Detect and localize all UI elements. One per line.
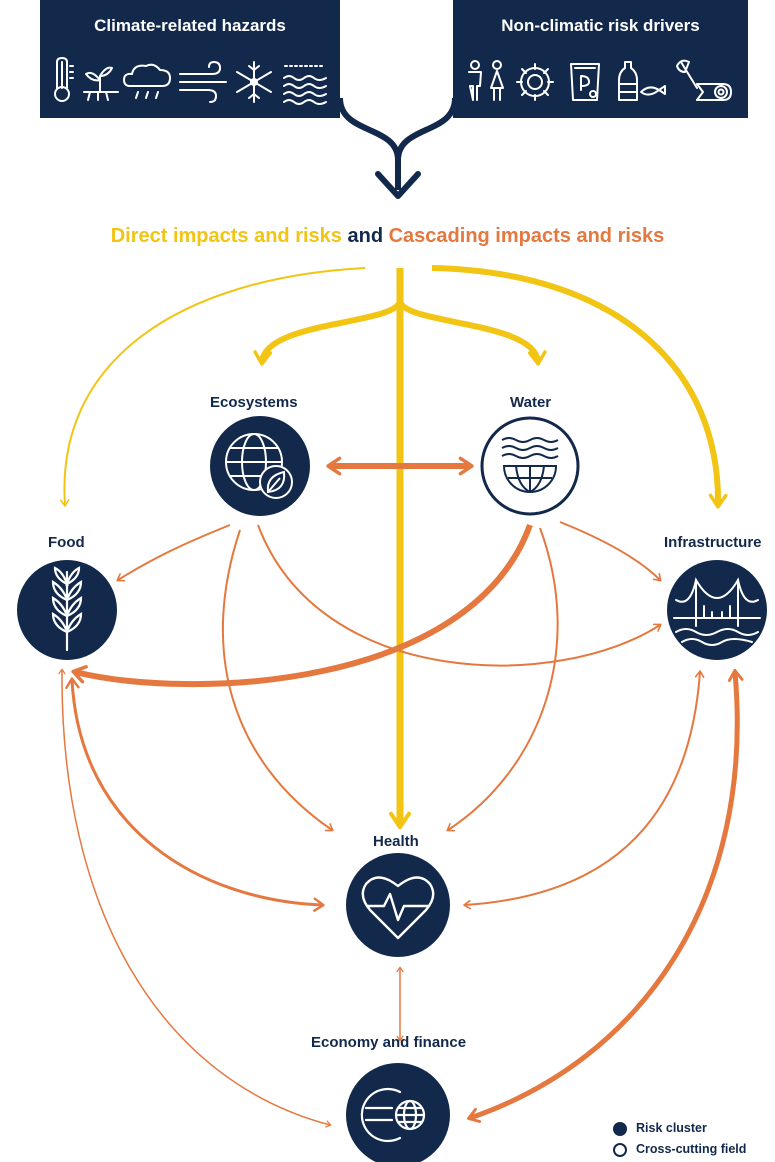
legend-filled-dot <box>613 1122 627 1136</box>
health-node <box>346 853 450 957</box>
food-label: Food <box>48 534 85 551</box>
flood-waves-icon <box>283 65 327 105</box>
thermometer-icon <box>54 57 74 102</box>
legend-risk-cluster: Risk cluster <box>636 1121 707 1135</box>
drivers-title: Non-climatic risk drivers <box>501 16 700 35</box>
bottle-fish-icon <box>618 61 666 101</box>
ecosystems-node <box>210 416 310 516</box>
euro-globe-icon <box>360 1087 426 1143</box>
drivers-panel: Non-climatic risk drivers <box>453 0 748 118</box>
globe-leaf-icon <box>225 433 293 499</box>
wheat-icon <box>51 566 83 652</box>
hazard-icons <box>40 56 340 108</box>
headline-and: and <box>347 225 384 247</box>
people-icon <box>468 60 504 101</box>
legend-hollow-dot <box>613 1143 627 1157</box>
merge-arrow-right <box>395 97 458 161</box>
arrow-infrastructure-economy <box>467 668 744 1123</box>
yellow-arrow-to-infrastructure <box>431 265 728 509</box>
yellow-arrow-to-food <box>59 267 366 507</box>
legend-cross-cutting: Cross-cutting field <box>636 1142 747 1156</box>
economy-node <box>346 1063 450 1162</box>
water-node <box>480 416 580 516</box>
axe-log-icon <box>676 59 732 101</box>
arrow-food-economy <box>58 668 332 1128</box>
economy-label: Economy and finance <box>311 1034 467 1051</box>
arrow-ecosystems-infrastructure <box>257 524 662 667</box>
hazards-title: Climate-related hazards <box>94 16 286 35</box>
ecosystems-label: Ecosystems <box>210 394 298 411</box>
impacts-headline: Direct impacts and risks and Cascading i… <box>0 225 775 248</box>
wind-icon <box>179 61 227 103</box>
snowflake-icon <box>236 61 272 103</box>
infrastructure-node <box>667 560 767 660</box>
food-node <box>17 560 117 660</box>
infrastructure-label: Infrastructure <box>664 534 762 551</box>
gear-icon <box>516 63 554 101</box>
water-label: Water <box>510 394 552 411</box>
merge-arrow-head <box>375 171 421 199</box>
driver-icons <box>453 56 748 108</box>
yellow-arrow-to-ecosystems <box>253 299 403 366</box>
yellow-arrow-to-water <box>397 299 547 366</box>
health-label: Health <box>373 833 419 850</box>
drought-plant-icon <box>83 66 119 101</box>
heart-pulse-icon <box>361 876 435 940</box>
document-icon <box>570 63 600 101</box>
cloud-rain-icon <box>123 63 171 99</box>
hazards-panel: Climate-related hazards <box>40 0 340 118</box>
bridge-icon <box>673 577 761 646</box>
headline-cascading: Cascading impacts and risks <box>388 225 665 247</box>
headline-direct: Direct impacts and risks <box>110 225 342 247</box>
arrow-water-infrastructure <box>559 521 662 582</box>
arrow-ecosystems-food <box>116 524 231 582</box>
water-globe-icon <box>501 437 559 493</box>
